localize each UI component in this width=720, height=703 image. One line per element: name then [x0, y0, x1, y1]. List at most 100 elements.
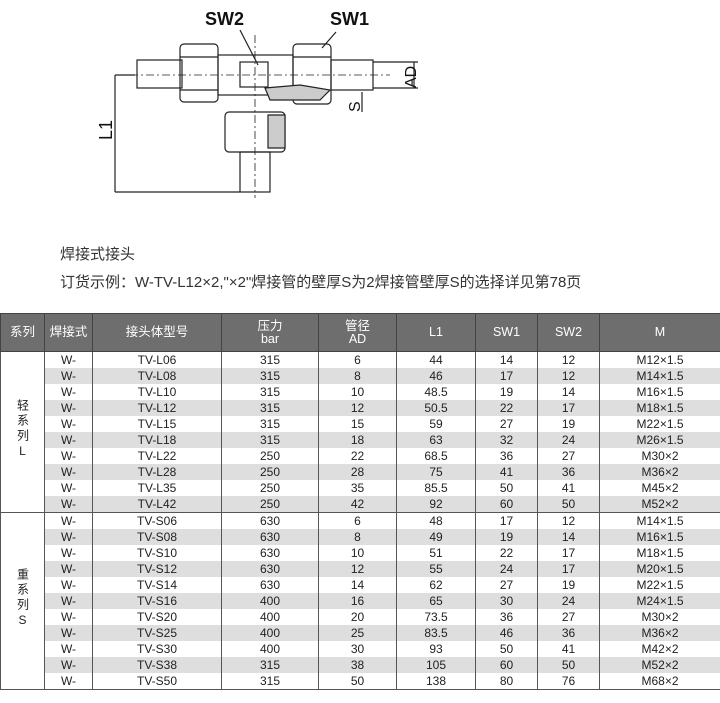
table-cell: 49	[396, 529, 476, 545]
table-cell: 315	[221, 673, 319, 690]
table-cell: W-	[44, 561, 93, 577]
table-cell: TV-S16	[92, 593, 222, 609]
table-cell: 65	[396, 593, 476, 609]
table-cell: 630	[221, 529, 319, 545]
table-cell: TV-S10	[92, 545, 222, 561]
table-cell: 36	[475, 448, 538, 464]
table-cell: M68×2	[599, 673, 720, 690]
table-cell: W-	[44, 625, 93, 641]
table-cell: W-	[44, 384, 93, 400]
table-cell: 30	[318, 641, 397, 657]
table-cell: M20×1.5	[599, 561, 720, 577]
table-cell: 73.5	[396, 609, 476, 625]
section-title: 焊接式接头	[60, 246, 136, 263]
table-cell: 250	[221, 464, 319, 480]
table-cell: M36×2	[599, 464, 720, 480]
table-cell: 400	[221, 609, 319, 625]
table-cell: 92	[396, 496, 476, 513]
table-cell: 17	[537, 545, 600, 561]
table-cell: 46	[475, 625, 538, 641]
table-cell: TV-L35	[92, 480, 222, 496]
table-cell: W-	[44, 464, 93, 480]
table-cell: W-	[44, 512, 93, 529]
table-cell: 17	[475, 368, 538, 384]
table-cell: 85.5	[396, 480, 476, 496]
table-cell: TV-S14	[92, 577, 222, 593]
table-cell: M26×1.5	[599, 432, 720, 448]
table-cell: W-	[44, 496, 93, 513]
table-cell: 50	[537, 496, 600, 513]
table-cell: W-	[44, 416, 93, 432]
column-header: M	[599, 313, 720, 352]
table-cell: W-	[44, 400, 93, 416]
table-cell: TV-L15	[92, 416, 222, 432]
column-header: SW2	[537, 313, 600, 352]
table-cell: 630	[221, 545, 319, 561]
table-cell: 50	[475, 641, 538, 657]
table-cell: W-	[44, 657, 93, 673]
table-cell: 76	[537, 673, 600, 690]
table-cell: 24	[537, 593, 600, 609]
table-cell: 16	[318, 593, 397, 609]
table-cell: 68.5	[396, 448, 476, 464]
series-cell: 重系列S	[0, 512, 45, 690]
table-cell: 6	[318, 512, 397, 529]
table-cell: W-	[44, 641, 93, 657]
table-cell: M52×2	[599, 496, 720, 513]
table-cell: 44	[396, 351, 476, 368]
table-cell: 315	[221, 400, 319, 416]
table-cell: 138	[396, 673, 476, 690]
table-cell: 12	[537, 351, 600, 368]
table-cell: 12	[318, 400, 397, 416]
table-cell: W-	[44, 368, 93, 384]
table-cell: TV-S12	[92, 561, 222, 577]
table-cell: 14	[318, 577, 397, 593]
table-cell: 50	[537, 657, 600, 673]
table-cell: 8	[318, 529, 397, 545]
table-cell: M14×1.5	[599, 368, 720, 384]
table-cell: W-	[44, 480, 93, 496]
l1-label: L1	[96, 120, 116, 140]
table-cell: 41	[537, 480, 600, 496]
table-cell: TV-S20	[92, 609, 222, 625]
table-cell: 630	[221, 561, 319, 577]
series-label: 轻系列L	[15, 399, 30, 461]
table-cell: 400	[221, 593, 319, 609]
table-cell: TV-S50	[92, 673, 222, 690]
table-cell: TV-S38	[92, 657, 222, 673]
table-cell: W-	[44, 529, 93, 545]
series-cell: 轻系列L	[0, 351, 45, 513]
table-cell: 20	[318, 609, 397, 625]
table-cell: 14	[475, 351, 538, 368]
table-cell: 83.5	[396, 625, 476, 641]
table-cell: TV-S08	[92, 529, 222, 545]
s-label: S	[347, 101, 364, 112]
table-cell: 12	[318, 561, 397, 577]
table-cell: 46	[396, 368, 476, 384]
table-cell: 55	[396, 561, 476, 577]
tee-fitting-drawing: SW2 SW1 AD S L1	[96, 9, 420, 198]
table-cell: M30×2	[599, 448, 720, 464]
table-cell: 14	[537, 384, 600, 400]
table-cell: 315	[221, 657, 319, 673]
table-cell: W-	[44, 448, 93, 464]
table-cell: M24×1.5	[599, 593, 720, 609]
table-cell: 36	[475, 609, 538, 625]
table-cell: M30×2	[599, 609, 720, 625]
table-cell: 12	[537, 512, 600, 529]
table-cell: W-	[44, 673, 93, 690]
table-cell: 12	[537, 368, 600, 384]
table-cell: 27	[475, 577, 538, 593]
table-cell: 10	[318, 545, 397, 561]
table-cell: 24	[537, 432, 600, 448]
